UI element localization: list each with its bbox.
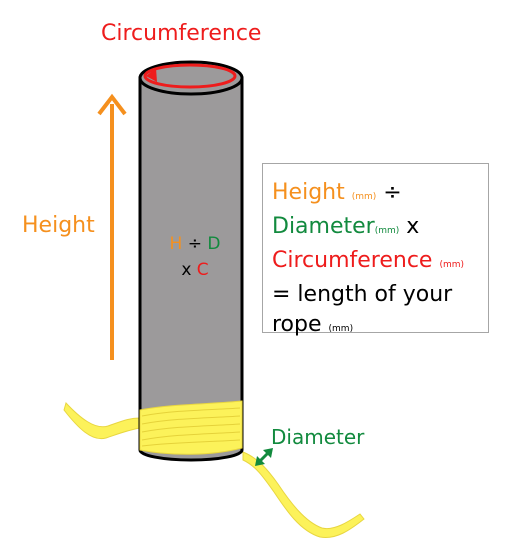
formula-diameter-word: Diameter bbox=[272, 214, 375, 239]
formula-divide-symbol: ÷ bbox=[383, 180, 402, 205]
cylinder-formula-times: x bbox=[181, 260, 192, 280]
formula-rope-unit: (mm) bbox=[328, 324, 354, 334]
formula-height-word: Height bbox=[272, 180, 345, 205]
cylinder-formula: H ÷ D x C bbox=[160, 231, 230, 283]
formula-circumference-word: Circumference bbox=[272, 248, 433, 273]
diameter-arrow bbox=[255, 448, 273, 466]
formula-rope-word: rope bbox=[272, 312, 322, 337]
formula-height-unit: (mm) bbox=[351, 192, 377, 202]
height-label: Height bbox=[22, 213, 95, 238]
formula-line-length: = length of your bbox=[272, 280, 488, 310]
diameter-label: Diameter bbox=[271, 425, 365, 449]
formula-line-diameter: Diameter(mm) x bbox=[272, 212, 488, 246]
rope-tail-left bbox=[63, 402, 141, 440]
circumference-label: Circumference bbox=[101, 21, 262, 46]
circumference-arrow bbox=[143, 63, 237, 89]
cylinder-body bbox=[138, 76, 244, 462]
cylinder-formula-d: D bbox=[207, 234, 221, 254]
cylinder-formula-c: C bbox=[196, 260, 209, 280]
cylinder-formula-h: H bbox=[169, 234, 183, 254]
formula-line-rope: rope (mm) bbox=[272, 310, 488, 344]
formula-length-text: = length of your bbox=[272, 282, 453, 307]
cylinder-formula-divide: ÷ bbox=[187, 234, 202, 254]
formula-circumference-unit: (mm) bbox=[439, 260, 465, 270]
formula-line-circumference: Circumference (mm) bbox=[272, 246, 488, 280]
formula-times-symbol: x bbox=[406, 214, 420, 239]
rope-wrap-texture bbox=[141, 407, 241, 447]
formula-box: Height (mm) ÷ Diameter(mm) x Circumferen… bbox=[262, 163, 489, 337]
formula-line-height: Height (mm) ÷ bbox=[272, 178, 488, 212]
rope-tail-right bbox=[242, 451, 365, 539]
formula-diameter-unit: (mm) bbox=[374, 226, 400, 236]
height-arrow bbox=[97, 93, 127, 360]
